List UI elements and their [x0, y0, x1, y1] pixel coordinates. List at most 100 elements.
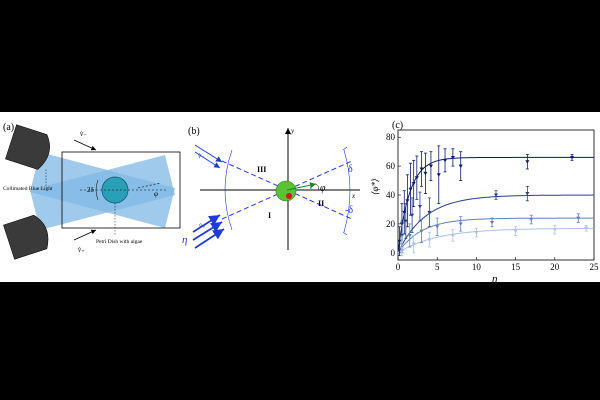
- light-source-lower: [3, 214, 49, 260]
- x-tick-label: 15: [511, 262, 521, 272]
- two-delta-label: 2δ: [87, 186, 95, 194]
- data-point: [411, 242, 416, 247]
- panel-c-chart: (c) ⟨φ*⟩ η 0 5 10 15 20 25 0 20 40 60 80: [370, 120, 599, 285]
- data-point: [443, 158, 448, 163]
- delta-negative-label: -δ: [345, 205, 353, 216]
- data-point: [525, 192, 530, 196]
- data-point: [552, 228, 557, 232]
- data-point: [490, 220, 495, 225]
- phi-label-a: φ: [154, 190, 158, 198]
- fit-curve: [397, 194, 594, 254]
- x-axis-label: η: [492, 273, 497, 285]
- data-point: [450, 233, 455, 238]
- data-point: [529, 218, 534, 222]
- data-point: [436, 173, 441, 177]
- y-tick-label: 20: [386, 219, 396, 229]
- data-point: [525, 160, 530, 164]
- panel-b: (b) y x δ -δ v̂₋ v̂₊ η ê φ III I II: [182, 126, 360, 250]
- data-point: [417, 205, 422, 209]
- light-source-upper: [5, 124, 50, 170]
- axis-ticks: 0 5 10 15 20 25 0 20 40 60 80: [386, 132, 599, 272]
- phi-label-b: φ: [320, 183, 326, 194]
- x-tick-label: 25: [590, 262, 600, 272]
- data-point: [458, 222, 463, 226]
- v-plus-arrow-2: [192, 221, 223, 241]
- panel-b-label: (b): [188, 126, 200, 137]
- data-point: [474, 231, 479, 235]
- data-point: [427, 238, 432, 242]
- y-axis-label: ⟨φ*⟩: [370, 178, 380, 195]
- right-arc-tick-bottom: [342, 231, 348, 236]
- data-point: [419, 229, 424, 234]
- region-III-label: III: [257, 165, 266, 174]
- data-point: [419, 167, 424, 171]
- eyespot: [286, 193, 292, 199]
- data-point: [402, 210, 407, 215]
- data-point: [407, 233, 412, 238]
- v-minus-label-a: v̂₋: [80, 130, 87, 138]
- right-arc-tick-top: [342, 146, 348, 151]
- v-minus-arrow-1: [194, 144, 223, 163]
- x-axis-label-b: x: [351, 192, 356, 200]
- algae-cell: [275, 180, 297, 202]
- x-tick-label: 0: [396, 262, 401, 272]
- data-point: [397, 239, 402, 244]
- fit-curves: [397, 156, 594, 254]
- petri-label: Petri Dish with algae: [96, 239, 143, 245]
- x-tick-label: 20: [550, 262, 560, 272]
- data-point: [399, 246, 404, 251]
- v-plus-arrow-a: [73, 229, 97, 241]
- eta-label-b: η: [182, 234, 187, 246]
- x-tick-label: 10: [472, 262, 482, 272]
- data-point: [494, 193, 498, 197]
- data-point: [458, 164, 463, 169]
- data-point: [576, 216, 581, 221]
- v-minus-arrow-a: [73, 139, 97, 151]
- y-tick-label: 60: [386, 161, 396, 171]
- light-box: [61, 151, 181, 229]
- fit-curve: [397, 217, 594, 254]
- data-point: [450, 155, 455, 160]
- y-tick-label: 40: [386, 190, 396, 200]
- y-tick-label: 0: [391, 248, 396, 258]
- data-point: [427, 210, 432, 215]
- x-tick-label: 5: [435, 262, 440, 272]
- region-II-label: II: [318, 199, 324, 208]
- data-point: [408, 187, 413, 192]
- data-point: [570, 155, 575, 160]
- data-point: [513, 229, 518, 234]
- panel-c-label: (c): [392, 120, 403, 131]
- e-vector-label: ê: [310, 185, 313, 191]
- data-point: [584, 226, 589, 231]
- region-I-label: I: [268, 211, 271, 220]
- data-point: [414, 176, 419, 180]
- delta-positive-label: δ: [348, 164, 353, 175]
- y-axis-label-b: y: [290, 127, 295, 135]
- data-point: [410, 213, 415, 218]
- collimated-label: Collimated Blue Light: [3, 186, 53, 192]
- data-point: [423, 171, 428, 176]
- v-plus-label-b: v̂₊: [199, 222, 206, 230]
- phi-arc-b: [315, 183, 319, 191]
- panel-a: (a) 2δ φ v̂₋ v̂₊ Collimated Blue Light P…: [3, 122, 181, 260]
- right-arc: [343, 149, 351, 233]
- data-point: [428, 164, 433, 169]
- orientation-vector: [286, 182, 317, 191]
- fit-curve: [397, 227, 594, 254]
- v-plus-label-a: v̂₊: [78, 246, 85, 254]
- y-tick-label: 80: [386, 132, 396, 142]
- data-point: [405, 199, 410, 203]
- left-arc: [224, 149, 233, 231]
- data-point: [411, 181, 416, 186]
- delta-arc: [95, 179, 99, 201]
- data-points: [397, 145, 589, 257]
- panel-a-label: (a): [3, 122, 14, 133]
- fit-curve: [397, 156, 594, 253]
- v-plus-arrow-3: [194, 228, 225, 249]
- v-minus-label-b: v̂₋: [198, 152, 205, 160]
- v-plus-arrow-1: [192, 214, 221, 233]
- data-point: [403, 219, 408, 223]
- v-minus-arrow-2: [194, 151, 221, 169]
- data-point: [435, 225, 440, 229]
